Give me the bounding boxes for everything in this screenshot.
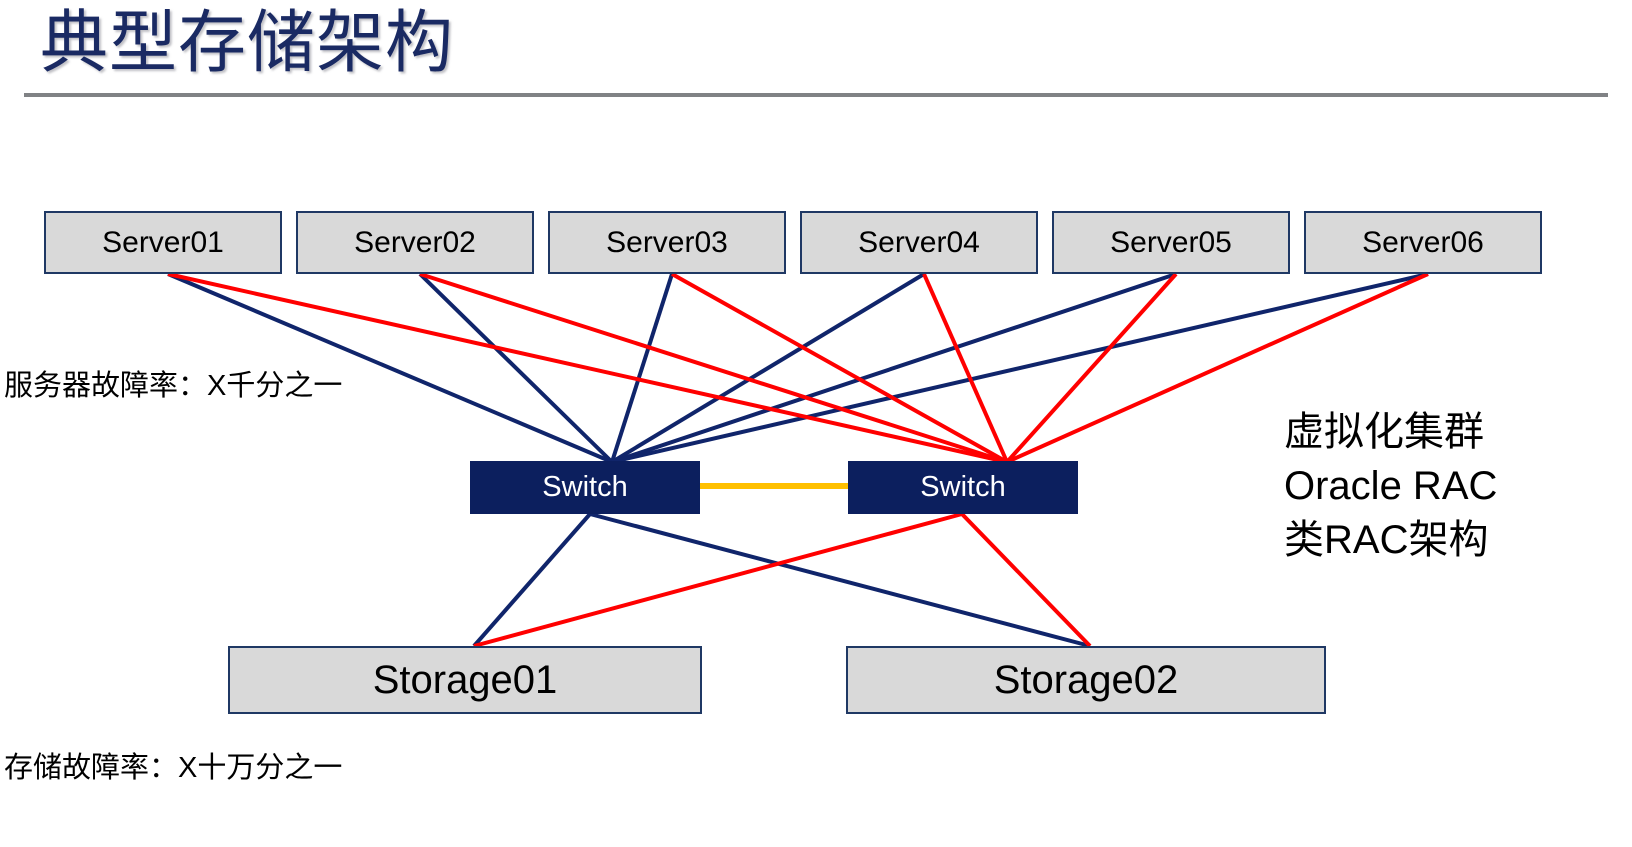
node-label: Switch [920,471,1006,503]
node-label: Server02 [354,225,476,259]
link-server-5-to-switch-left [611,272,1177,464]
link-server-2-to-switch-right [419,272,1008,464]
link-server-2-to-switch-left [418,272,614,464]
node-switch-left[interactable]: Switch [470,461,700,514]
server-to-right-switch-links [167,272,1429,464]
node-server-01[interactable]: Server01 [44,211,282,274]
node-label: Storage01 [372,657,558,702]
switch-to-storage-links [472,512,1092,648]
link-server-4-to-switch-left [610,272,926,464]
node-server-04[interactable]: Server04 [800,211,1038,274]
node-label: Server06 [1362,225,1484,259]
link-server-3-to-switch-right [671,272,1008,464]
node-label: Storage02 [993,657,1179,702]
link-server-1-to-switch-right [167,272,1008,464]
node-label: Switch [542,471,628,503]
link-switch-storage-4 [960,512,1092,648]
title-divider [24,93,1608,97]
cluster-note-line-3: 类RAC架构 [1284,518,1489,562]
link-server-6-to-switch-right [1006,272,1429,464]
node-label: Server03 [606,225,728,259]
annotation-cluster-note: 虚拟化集群 Oracle RAC 类RAC架构 [1284,405,1497,567]
link-server-5-to-switch-right [1005,272,1178,464]
cluster-note-line-1: 虚拟化集群 [1284,410,1484,454]
node-label: Server05 [1110,225,1232,259]
link-server-6-to-switch-left [611,272,1429,464]
page-title: 典型存储架构 [40,5,455,81]
link-server-1-to-switch-left [167,272,613,464]
annotation-storage-failure-rate: 存储故障率：X十万分之一 [4,752,343,784]
link-switch-storage-2 [589,512,1091,648]
node-storage-02[interactable]: Storage02 [846,646,1326,714]
link-switch-storage-3 [473,512,963,648]
annotation-server-failure-rate: 服务器故障率：X千分之一 [4,370,343,402]
node-server-05[interactable]: Server05 [1052,211,1290,274]
node-storage-01[interactable]: Storage01 [228,646,702,714]
node-switch-right[interactable]: Switch [848,461,1078,514]
node-server-02[interactable]: Server02 [296,211,534,274]
node-server-06[interactable]: Server06 [1304,211,1542,274]
link-server-4-to-switch-right [922,273,1009,463]
server-to-left-switch-links [167,272,1429,464]
node-label: Server04 [858,225,980,259]
cluster-note-line-2: Oracle RAC [1284,464,1498,508]
link-server-3-to-switch-left [610,273,674,463]
node-server-03[interactable]: Server03 [548,211,786,274]
node-label: Server01 [102,225,224,259]
link-switch-storage-1 [472,512,592,648]
